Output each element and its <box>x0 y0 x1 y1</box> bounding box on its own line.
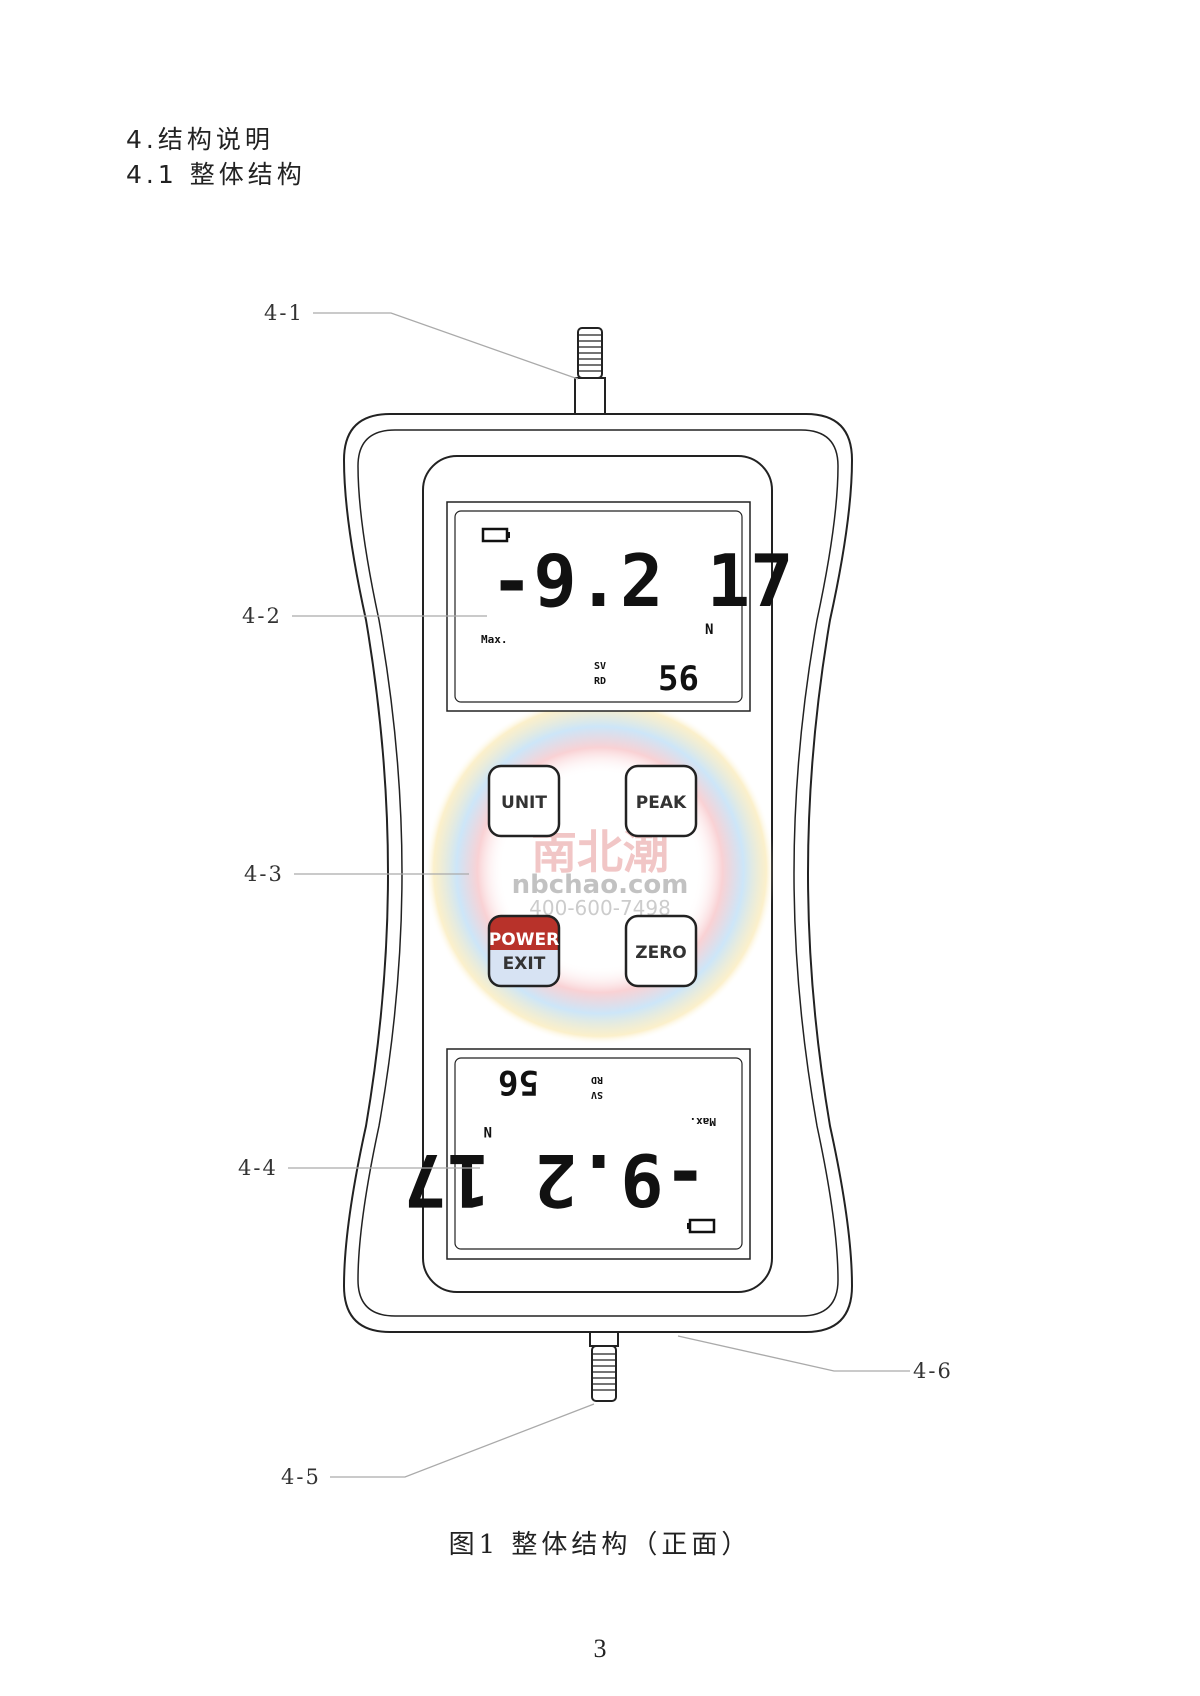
callout-4-4: 4-4 <box>238 1156 278 1180</box>
callout-4-1: 4-1 <box>264 301 304 325</box>
svg-text:RD: RD <box>591 1074 603 1085</box>
zero-button[interactable]: ZERO <box>624 914 698 988</box>
main-reading: -9.2 17 <box>490 539 793 623</box>
bottom-lcd-display: -9.2 17 N Max. SV RD 56 <box>404 1048 751 1260</box>
subsection-heading: 4.1 整体结构 <box>126 160 306 189</box>
svg-text:POWER: POWER <box>489 930 559 950</box>
callout-4-3: 4-3 <box>244 862 284 886</box>
peak-button[interactable]: PEAK <box>624 764 698 838</box>
svg-text:SV: SV <box>591 1089 603 1100</box>
svg-text:56: 56 <box>498 1062 539 1102</box>
svg-text:nbchao.com: nbchao.com <box>512 870 689 900</box>
svg-text:ZERO: ZERO <box>635 943 686 963</box>
unit-button[interactable]: UNIT <box>487 764 561 838</box>
svg-text:-9.2 17: -9.2 17 <box>404 1138 707 1222</box>
callout-4-6: 4-6 <box>913 1359 953 1383</box>
small-reading: 56 <box>658 659 699 699</box>
bottom-stud <box>589 1331 619 1402</box>
watermark: 南北潮 nbchao.com 400-600-7498 <box>425 695 775 1045</box>
top-stud <box>574 327 606 415</box>
page-number: 3 <box>593 1634 607 1663</box>
svg-text:Max.: Max. <box>690 1115 717 1128</box>
power-exit-button[interactable]: POWER EXIT <box>487 914 561 988</box>
battery-icon <box>481 527 510 543</box>
max-indicator: Max. <box>481 633 508 646</box>
top-lcd-display: -9.2 17 N Max. SV RD 56 <box>446 501 793 712</box>
svg-text:UNIT: UNIT <box>501 793 547 813</box>
battery-icon <box>687 1218 716 1234</box>
svg-text:N: N <box>484 1123 492 1139</box>
section-heading: 4.结构说明 <box>126 125 274 154</box>
leader-lines <box>288 312 910 1478</box>
callout-4-5: 4-5 <box>281 1465 321 1489</box>
svg-text:EXIT: EXIT <box>503 954 546 974</box>
svg-text:PEAK: PEAK <box>636 793 687 813</box>
figure-caption: 图1 整体结构（正面） <box>448 1530 752 1560</box>
svg-text:SV: SV <box>594 661 606 672</box>
callout-4-2: 4-2 <box>242 604 282 628</box>
svg-text:RD: RD <box>594 676 606 687</box>
unit-indicator: N <box>705 622 713 638</box>
